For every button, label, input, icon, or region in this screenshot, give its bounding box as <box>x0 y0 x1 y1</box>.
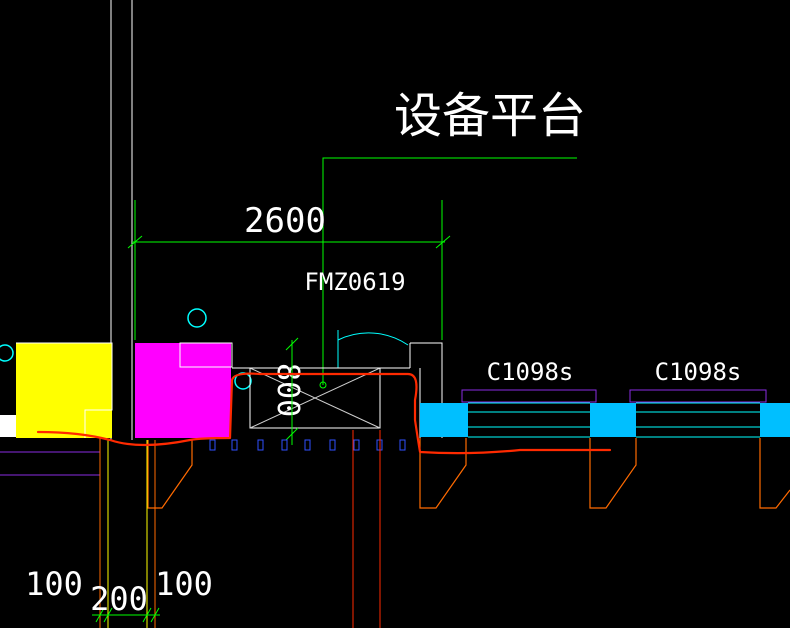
door-swing <box>337 330 409 368</box>
window-label-1: C1098s <box>487 358 574 386</box>
dashed-markers <box>209 439 406 451</box>
door-label: FMZ0619 <box>304 268 405 296</box>
dimension-2600-label: 2600 <box>244 201 326 241</box>
bottom-dim-left: 100 <box>25 565 83 603</box>
opening-dimension <box>285 337 299 445</box>
window-pier <box>590 403 636 437</box>
marker-circle-icon <box>187 308 207 328</box>
column-yellow <box>16 343 112 438</box>
title-leader-line <box>322 157 577 385</box>
window-band <box>420 389 790 438</box>
window-pier <box>760 403 790 437</box>
markup-outline <box>36 372 612 455</box>
title-text: 设备平台 <box>394 88 586 144</box>
window-label-2: C1098s <box>655 358 742 386</box>
title-group: 设备平台 <box>319 88 586 389</box>
bottom-dim-right: 100 <box>155 565 213 603</box>
wall-stub <box>0 415 16 437</box>
opening-height-label: 800 <box>270 363 305 417</box>
marker-circle-icon <box>0 344 14 362</box>
equipment-opening <box>232 367 410 429</box>
leader-endpoint <box>319 381 327 389</box>
bottom-dim-mid: 200 <box>90 580 148 618</box>
reference-lines <box>99 430 381 628</box>
beams <box>147 438 790 509</box>
column-magenta <box>135 343 231 438</box>
dimension-2600 <box>127 200 451 340</box>
window-pier <box>420 403 468 437</box>
bottom-dimension <box>92 607 160 623</box>
